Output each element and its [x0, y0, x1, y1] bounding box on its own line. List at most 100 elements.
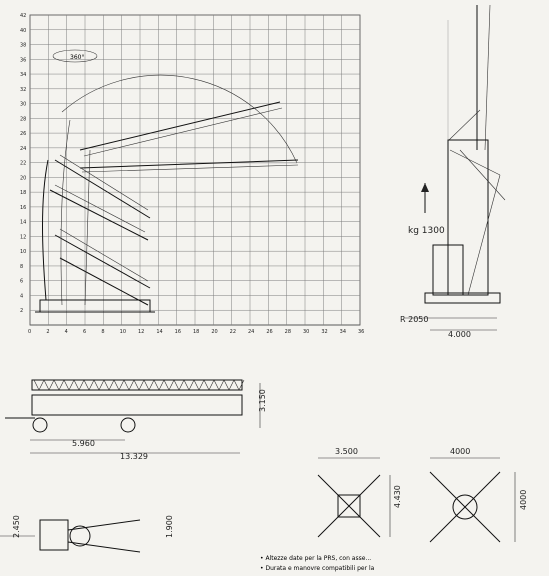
x-tick-label: 34 [340, 329, 346, 335]
x-tick-label: 36 [358, 329, 364, 335]
x-tick-label: 32 [321, 329, 327, 335]
boom-position-4 [49, 184, 149, 241]
front-wheel [32, 417, 48, 433]
truss-member [48, 379, 55, 391]
truss-member [198, 379, 205, 391]
y-tick-label: 4 [20, 293, 23, 299]
x-tick-label: 28 [285, 329, 291, 335]
truss-member [93, 379, 100, 391]
y-tick-label: 20 [20, 175, 26, 181]
truss-member [88, 379, 95, 391]
truss-member [233, 379, 240, 391]
truss-member [73, 379, 80, 391]
x-tick-label: 0 [28, 329, 31, 335]
boom-position-3 [54, 154, 151, 219]
truss-member [163, 379, 170, 391]
truss-member [143, 379, 150, 391]
truss-member [53, 379, 60, 391]
x-tick-label: 30 [303, 329, 309, 335]
truss-member [193, 379, 200, 391]
y-tick-label: 36 [20, 57, 26, 63]
y-tick-label: 32 [20, 87, 26, 93]
truss-member [58, 379, 65, 391]
truss-member [228, 379, 235, 391]
truss-member [238, 379, 245, 391]
boom-position-6 [59, 257, 149, 306]
slew-indicator [52, 49, 98, 63]
y-tick-label: 14 [20, 220, 26, 226]
truss-member [208, 379, 215, 391]
mast-envelope [42, 159, 49, 301]
truss-member [188, 379, 195, 391]
top-view-depth: 1.900 [165, 515, 174, 538]
y-tick-label: 30 [20, 102, 26, 108]
truss-member [63, 379, 70, 391]
chart-grid [29, 14, 361, 325]
x-tick-label: 6 [83, 329, 86, 335]
x-tick-label: 16 [175, 329, 181, 335]
truss-member [43, 379, 50, 391]
truss-member [153, 379, 160, 391]
x-tick-label: 8 [101, 329, 104, 335]
side-elevation: kg 1300 R 2050 4.000 [400, 4, 506, 339]
truss-member [33, 379, 40, 391]
boom-position-1 [79, 101, 283, 157]
truss-member [83, 379, 90, 391]
footer-notes: • Altezze date per la PRS, con asse... •… [260, 555, 375, 572]
outrigger-plan-large: 4000 4000 [429, 447, 528, 543]
y-tick-label: 38 [20, 43, 26, 49]
radius-label: R 2050 [400, 315, 428, 324]
x-tick-label: 4 [65, 329, 68, 335]
truss-member [178, 379, 185, 391]
truss-member [98, 379, 105, 391]
folded-mast [31, 394, 243, 416]
outrigger-small-width: 3.500 [335, 447, 358, 456]
truss-member [108, 379, 115, 391]
outrigger-large-depth: 4000 [519, 490, 528, 510]
footer-line-2: • Durata e manovre compatibili per la [260, 565, 375, 572]
x-tick-label: 22 [230, 329, 236, 335]
transport-length-total: 13.329 [120, 452, 148, 461]
y-tick-label: 10 [20, 249, 26, 255]
mast-body [447, 139, 489, 296]
y-tick-label: 40 [20, 28, 26, 34]
truss-member [78, 379, 85, 391]
slew-label: 360° [70, 54, 84, 61]
outrigger-plan-small: 3.500 4.430 [317, 447, 402, 538]
y-tick-label: 34 [20, 72, 26, 78]
boom-truss [33, 379, 245, 391]
truss-member [138, 379, 145, 391]
boom-position-5 [54, 228, 151, 289]
top-view-width: 2.450 [12, 515, 21, 538]
truss-member [128, 379, 135, 391]
x-tick-label: 18 [193, 329, 199, 335]
x-tick-label: 14 [156, 329, 162, 335]
boom-position-2 [79, 159, 299, 173]
truss-member [203, 379, 210, 391]
truss-member [168, 379, 175, 391]
footer-line-1: • Altezze date per la PRS, con asse... [260, 555, 371, 562]
x-tick-label: 10 [120, 329, 126, 335]
truss-member [113, 379, 120, 391]
outrigger-large-width: 4000 [450, 447, 470, 456]
side-base [424, 292, 501, 304]
x-tick-label: 2 [46, 329, 49, 335]
truss-member [183, 379, 190, 391]
y-tick-label: 12 [20, 234, 26, 240]
truss-member [213, 379, 220, 391]
y-tick-label: 18 [20, 190, 26, 196]
truss-member [133, 379, 140, 391]
y-tick-label: 2 [20, 308, 23, 314]
folded-boom-top [31, 379, 243, 391]
top-view: 2.450 1.900 [0, 515, 174, 553]
truss-member [68, 379, 75, 391]
y-tick-label: 8 [20, 264, 23, 270]
y-tick-label: 16 [20, 205, 26, 211]
y-tick-label: 24 [20, 146, 26, 152]
truss-member [218, 379, 225, 391]
y-tick-label: 28 [20, 116, 26, 122]
ballast-block [432, 244, 464, 296]
outrigger-small-depth: 4.430 [393, 485, 402, 508]
